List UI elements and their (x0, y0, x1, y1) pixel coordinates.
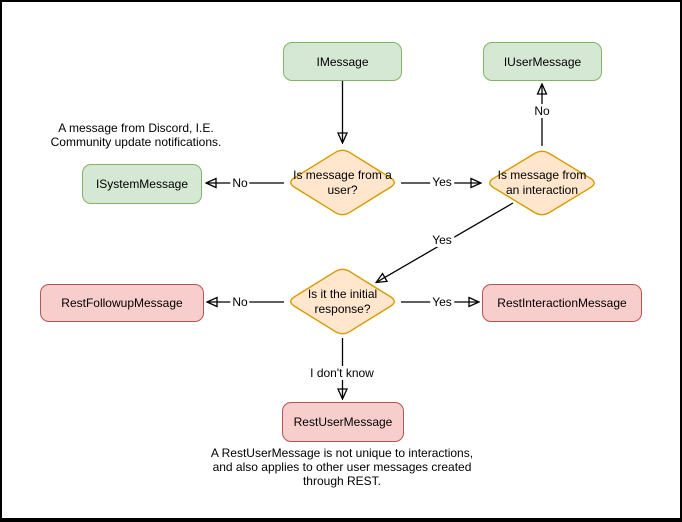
diamond-shape (484, 147, 600, 219)
annotation-line: Community update notifications. (50, 135, 222, 149)
node-restinteractionmessage-label: RestInteractionMessage (497, 296, 627, 310)
node-question-is-from-user: Is message from a user? (285, 146, 400, 219)
edge-label-no-restfollowup: No (230, 295, 250, 309)
node-question-is-from-interaction: Is message from an interaction (484, 147, 600, 219)
annotation-line: A RestUserMessage is not unique to inter… (210, 446, 474, 460)
node-question-is-from-user-label: Is message from a user? (293, 167, 392, 197)
edge-label-no-iusermessage: No (532, 104, 552, 118)
node-question-is-from-interaction-label: Is message from an interaction (497, 168, 587, 197)
node-iusermessage: IUserMessage (483, 42, 602, 81)
node-imessage-label: IMessage (316, 54, 369, 69)
node-restfollowupmessage: RestFollowupMessage (40, 284, 204, 322)
node-isystemmessage-label: ISystemMessage (95, 177, 189, 191)
edge-label-no-isystemmessage: No (230, 176, 250, 190)
annotation-system-message-note: A message from Discord, I.E. Community u… (26, 121, 246, 149)
edge-label-yes-initial: Yes (430, 233, 454, 247)
node-isystemmessage: ISystemMessage (82, 164, 202, 204)
node-restinteractionmessage: RestInteractionMessage (482, 284, 642, 322)
annotation-line: through REST. (302, 474, 382, 488)
node-question-is-initial-response-label: Is it the initial response? (307, 286, 378, 316)
diamond-shape (285, 146, 400, 219)
annotation-line: and also applies to other user messages … (212, 460, 472, 474)
node-restusermessage: RestUserMessage (282, 402, 404, 442)
diamond-shape (285, 265, 400, 338)
node-restfollowupmessage-label: RestFollowupMessage (61, 296, 183, 310)
edge-label-i-dont-know: I don't know (308, 366, 376, 380)
annotation-restusermessage-note: A RestUserMessage is not unique to inter… (192, 446, 492, 488)
annotation-line: A message from Discord, I.E. (58, 121, 214, 135)
node-imessage: IMessage (283, 42, 402, 81)
edge-label-yes-restinteraction: Yes (430, 295, 454, 309)
node-question-is-initial-response: Is it the initial response? (285, 265, 400, 338)
node-restusermessage-label: RestUserMessage (293, 415, 393, 429)
node-iusermessage-label: IUserMessage (503, 54, 582, 69)
edge-label-yes-interaction: Yes (430, 175, 454, 189)
